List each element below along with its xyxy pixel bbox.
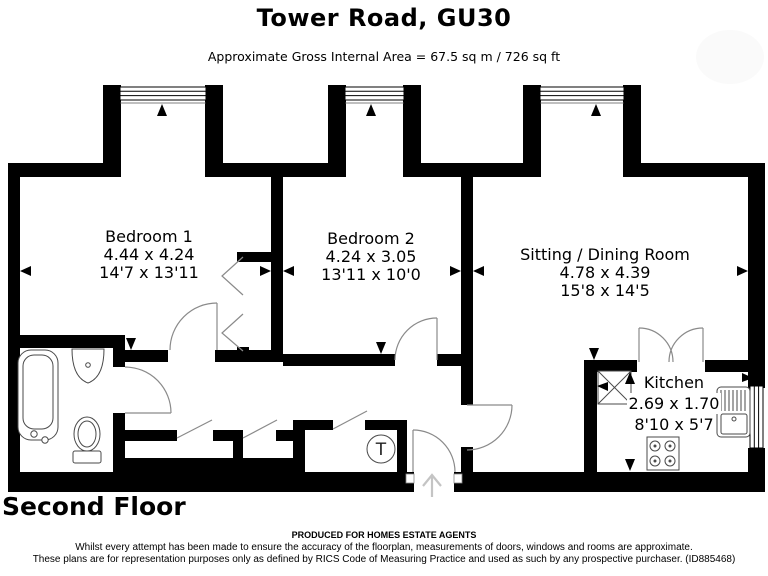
- entrance-jambs: [405, 473, 463, 484]
- room-size-metric: 4.24 x 3.05: [325, 247, 417, 266]
- window-sitting-room: [539, 86, 625, 104]
- tank-symbol: T: [366, 434, 396, 464]
- floor-name: Second Floor: [2, 492, 186, 521]
- window-kitchen: [749, 385, 764, 449]
- footer-disclaimer-2: These plans are for representation purpo…: [32, 554, 736, 565]
- room-size-imperial: 15'8 x 14'5: [560, 281, 650, 300]
- door-entrance: [412, 429, 456, 473]
- entrance-arrow: [422, 473, 442, 497]
- room-label-sitting-dining: Sitting / Dining Room 4.78 x 4.39 15'8 x…: [490, 246, 720, 300]
- footer-disclaimer-1: Whilst every attempt has been made to en…: [75, 542, 693, 553]
- room-size-imperial: 13'11 x 10'0: [321, 265, 421, 284]
- room-label-bedroom-2: Bedroom 2 4.24 x 3.05 13'11 x 10'0: [281, 230, 461, 284]
- room-name: Bedroom 1: [105, 227, 193, 246]
- wash-basin: [71, 348, 105, 384]
- window-bedroom-1: [119, 86, 207, 104]
- bathtub: [17, 349, 59, 444]
- door-bedroom-2: [394, 317, 438, 361]
- boiler-unit: [597, 370, 632, 405]
- room-size-metric: 4.78 x 4.39: [559, 263, 651, 282]
- tank-symbol-label: T: [375, 440, 387, 460]
- dimension-arrows: [20, 104, 753, 471]
- room-name: Kitchen: [641, 372, 707, 393]
- footer-produced-for: PRODUCED FOR HOMES ESTATE AGENTS: [291, 530, 477, 540]
- room-size-imperial: 14'7 x 13'11: [99, 263, 199, 282]
- wardrobe-bifold-doors: [221, 256, 244, 352]
- door-bathroom: [124, 366, 172, 414]
- kitchen-sink: [716, 386, 751, 438]
- fixtures: T: [17, 348, 751, 471]
- toilet: [72, 416, 102, 464]
- airing-cupboard-door: [332, 410, 368, 430]
- doors-kitchen-double: [638, 327, 704, 363]
- walls: [8, 85, 765, 492]
- watermark-blob: [696, 30, 764, 84]
- room-size-metric: 2.69 x 1.70: [626, 393, 722, 414]
- room-label-bedroom-1: Bedroom 1 4.44 x 4.24 14'7 x 13'11: [59, 228, 239, 282]
- doors: [124, 256, 704, 473]
- room-size-metric: 4.44 x 4.24: [103, 245, 195, 264]
- door-bedroom-1: [169, 302, 218, 351]
- room-name: Bedroom 2: [327, 229, 415, 248]
- room-size-imperial: 8'10 x 5'7: [632, 414, 716, 435]
- room-name: Sitting / Dining Room: [520, 245, 690, 264]
- window-bedroom-2: [344, 86, 405, 104]
- hob: [646, 436, 680, 471]
- door-sitting-room: [466, 404, 513, 451]
- hall-cupboard-doors: [176, 419, 278, 439]
- room-label-kitchen: Kitchen 2.69 x 1.70 8'10 x 5'7: [601, 372, 747, 435]
- gross-area-note: Approximate Gross Internal Area = 67.5 s…: [207, 49, 561, 64]
- page-title: Tower Road, GU30: [256, 4, 512, 32]
